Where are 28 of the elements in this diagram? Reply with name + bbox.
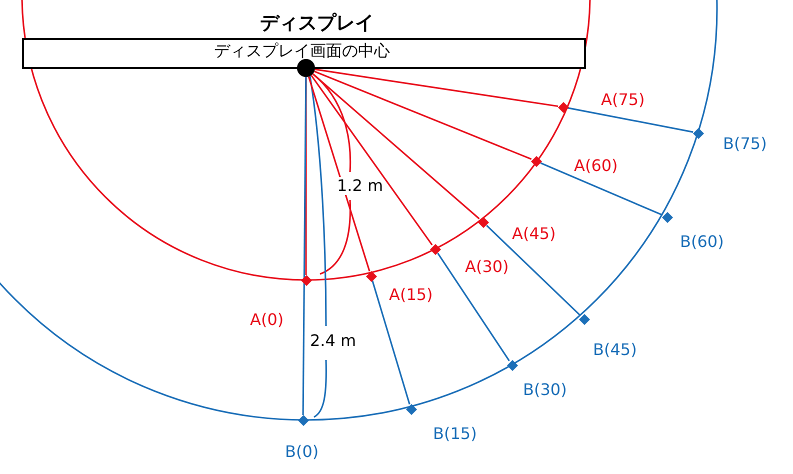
connector-line bbox=[568, 107, 694, 133]
connector-line bbox=[486, 224, 581, 316]
point-label: B(0) bbox=[285, 443, 319, 461]
connector-line bbox=[310, 74, 433, 246]
point-label: B(75) bbox=[723, 135, 767, 153]
point-label: B(30) bbox=[523, 381, 567, 399]
point-label: B(15) bbox=[433, 425, 477, 443]
point-label: A(75) bbox=[601, 91, 645, 109]
connector-line bbox=[314, 70, 532, 160]
dimension-label: 1.2 m bbox=[337, 177, 384, 195]
display-title: ディスプレイ bbox=[260, 11, 374, 36]
connector-line bbox=[314, 68, 558, 108]
connector-line bbox=[437, 252, 510, 362]
connector-line bbox=[540, 162, 663, 216]
connector-line bbox=[372, 280, 410, 404]
connector-line bbox=[308, 76, 370, 272]
connector-line bbox=[305, 77, 307, 275]
connector-line bbox=[302, 77, 307, 415]
point-label: A(45) bbox=[512, 225, 556, 243]
point-label: B(45) bbox=[593, 341, 637, 359]
point-label: B(60) bbox=[680, 233, 724, 251]
point-label: A(60) bbox=[574, 157, 618, 175]
connector-line bbox=[312, 73, 480, 220]
center-point bbox=[297, 59, 315, 77]
display-center-label: ディスプレイ画面の中心 bbox=[214, 41, 390, 62]
point-label: A(30) bbox=[465, 258, 509, 276]
point-label: A(15) bbox=[389, 286, 433, 304]
point-label: A(0) bbox=[250, 311, 284, 329]
